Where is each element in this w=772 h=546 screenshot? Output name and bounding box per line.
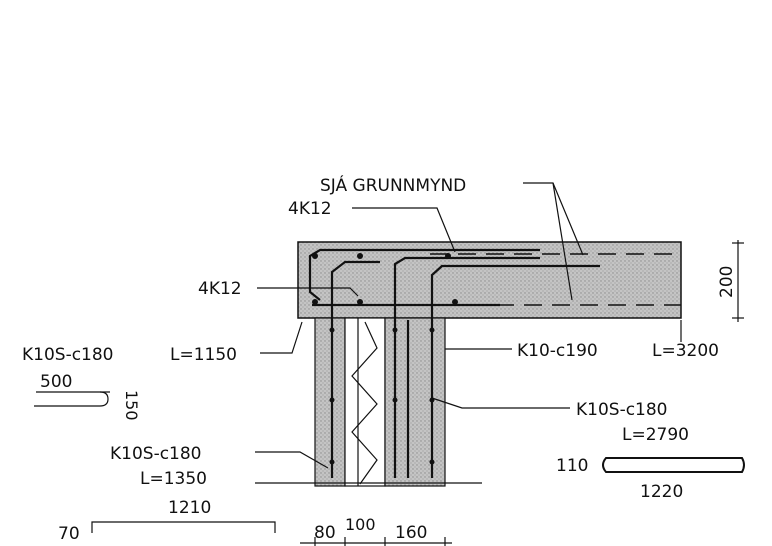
bar-1220-shape: [602, 457, 745, 473]
leader-sja-grunnmynd-b: [552, 182, 573, 301]
leader-k10s-right: [431, 397, 570, 409]
label-bar-70: 70: [58, 524, 80, 544]
wall-bar-right: [430, 264, 600, 478]
wall-bar-left: [330, 260, 380, 478]
label-dim-80: 80: [314, 523, 336, 543]
leader-mid-4k12: [257, 287, 359, 297]
leader-k10s-top: [260, 321, 303, 354]
label-bar-150: 150: [122, 390, 141, 421]
leader-k10s-left: [255, 451, 329, 469]
label-l-1350: L=1350: [140, 469, 207, 489]
label-l-2790: L=2790: [622, 425, 689, 445]
label-dim-200: 200: [717, 266, 737, 298]
label-bar-1220: 1220: [640, 482, 683, 502]
leader-top-4k12: [352, 207, 456, 253]
label-k10s-c180-top: K10S-c180: [22, 345, 114, 365]
label-k10s-c180-left: K10S-c180: [110, 444, 202, 464]
label-mid-4k12: 4K12: [198, 279, 242, 299]
bar-1210-shape: [91, 521, 276, 533]
label-sja-grunnmynd: SJÁ GRUNNMYND: [320, 174, 466, 196]
label-k10-c190: K10-c190: [517, 341, 598, 361]
label-bar-500: 500: [40, 372, 72, 392]
label-l-1150: L=1150: [170, 345, 237, 365]
label-k10s-c180-right: K10S-c180: [576, 400, 668, 420]
slab-top-bar: [308, 248, 540, 301]
insulation-zigzag: [351, 321, 378, 485]
bar-500-shape: [34, 391, 109, 407]
label-bar-1210: 1210: [168, 498, 211, 518]
label-dim-160: 160: [395, 523, 427, 543]
insulation-zone: [344, 317, 386, 487]
label-dim-100: 100: [345, 515, 376, 534]
label-bar-110: 110: [556, 456, 588, 476]
label-l-3200: L=3200: [652, 341, 719, 361]
wall-bar-mid: [393, 256, 540, 478]
rebar-dots: [312, 253, 458, 465]
wall-left-leaf: [314, 317, 346, 487]
label-top-4k12: 4K12: [288, 199, 332, 219]
